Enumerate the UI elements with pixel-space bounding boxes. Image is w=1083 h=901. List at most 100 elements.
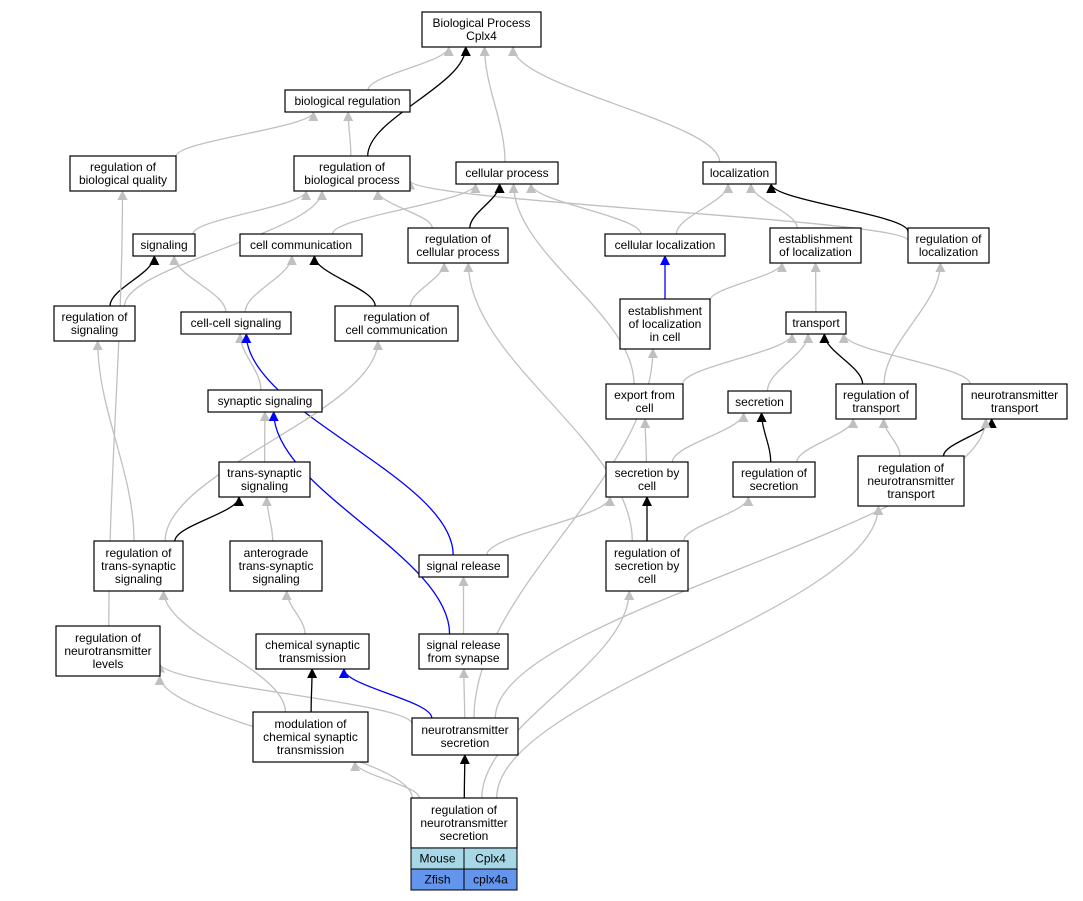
node-label-line: biological regulation [294,94,400,108]
edge-path [268,411,451,635]
node-cellproc[interactable]: cellular process [455,161,559,185]
node-label-line: neurotransmitter [64,644,151,658]
node-label-line: of localization [779,245,852,259]
node-synsig[interactable]: synaptic signaling [207,389,323,413]
node-label-line: cell [635,401,653,415]
node-cellloc[interactable]: cellular localization [604,233,726,257]
node-box [207,389,323,413]
node-secretion[interactable]: secretion [727,390,792,414]
edge-path [192,190,311,235]
node-box [284,89,411,113]
edge-path [766,333,814,392]
edge-regcellp-to-regbiop [372,190,433,229]
edge-path [174,496,244,542]
node-box [239,233,363,257]
node-box [255,633,370,670]
legend-species-cell: Mouse [410,847,465,870]
node-sigrel[interactable]: signal release [418,554,509,578]
edge-nts-to-chemsyn [338,668,433,719]
node-box [252,711,369,763]
node-bioreg[interactable]: biological regulation [284,89,411,113]
edge-nts-to-sigrelsyn [458,668,469,719]
edge-path [459,754,470,799]
edge-path [508,46,721,163]
edge-regsecbc-to-regsec [683,496,754,542]
edge-regloc-to-regbiop [405,179,909,242]
node-box [732,461,816,498]
node-label-line: biological quality [79,173,167,187]
node-box [421,11,542,48]
edge-regtss-to-tss [174,496,244,542]
edge-path [481,590,635,799]
node-cellcomm[interactable]: cell communication [239,233,363,257]
node-box [418,633,509,670]
node-signaling[interactable]: signaling [132,233,196,257]
node-box [411,717,519,756]
node-label-line: in cell [650,330,681,344]
edge-path [155,662,413,725]
node-label-line: of localization [629,317,702,331]
node-box [785,311,847,335]
edge-path [883,262,946,385]
edge-path [796,418,859,463]
node-label-line: secretion [440,829,489,843]
node-label-line: secretion by [615,466,680,480]
edge-sigrelsyn-to-synsig [268,411,451,635]
edge-path [526,183,642,235]
node-box [55,625,161,677]
edge-path [878,418,901,457]
node-label-line: regulation of [878,461,945,475]
edge-path [508,183,635,385]
node-transport[interactable]: transport [785,311,847,335]
edge-regsec-to-secretion [756,412,772,463]
edge-modchem-to-regtss [158,590,287,713]
node-box [334,305,459,342]
edge-path [343,111,354,157]
edge-path [331,183,481,235]
edge-ccsig-to-cellcomm [244,255,297,313]
legend-gene-cell: Cplx4 [463,847,518,870]
edge-chemsyn-to-atss [281,590,306,635]
node-label-line: transport [852,401,900,415]
edge-ntt-to-transport [838,333,971,385]
node-ccsig[interactable]: cell-cell signaling [180,311,292,335]
edge-secbc-to-export [640,418,651,463]
edge-path [109,255,160,307]
edge-local-to-bp [508,46,721,163]
node-box [727,390,792,414]
node-label-line: secretion [735,395,784,409]
node-box [605,461,689,498]
edge-path [766,183,909,232]
node-label-line: regulation of [75,631,142,645]
node-local[interactable]: localization [702,161,777,185]
edge-regnts-to-modchem [350,761,421,799]
edge-path [486,496,615,556]
node-label-line: cell [638,572,656,586]
edge-estloc-to-local [746,183,798,229]
